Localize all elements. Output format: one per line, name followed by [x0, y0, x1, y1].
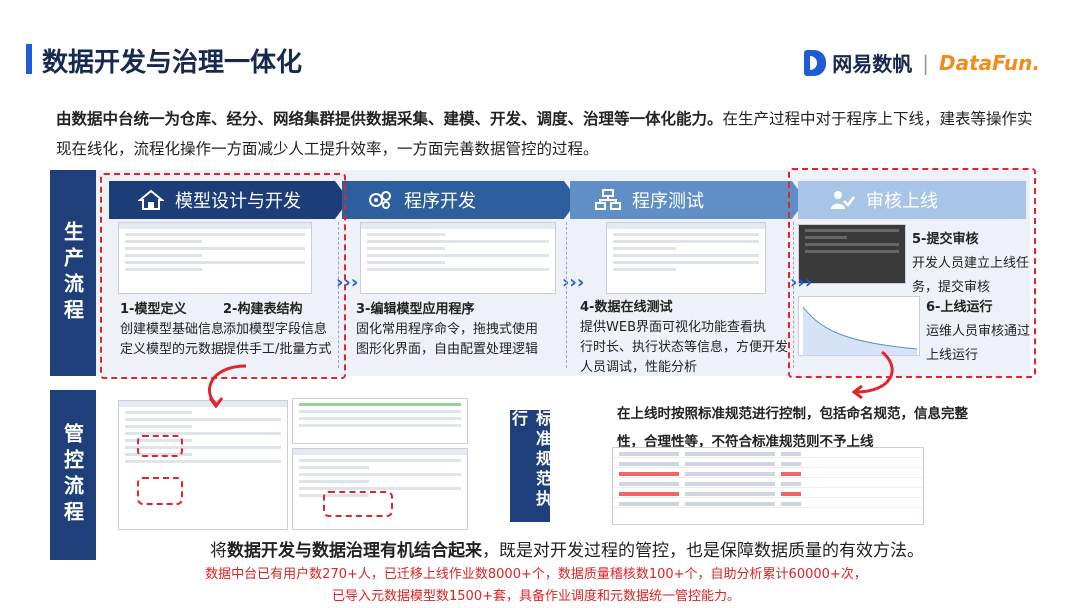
block-line: 图形化界面，自由配置处理逻辑 [356, 340, 538, 360]
intro-paragraph: 由数据中台统一为仓库、经分、网络集群提供数据采集、建模、开发、调度、治理等一体化… [56, 104, 1036, 164]
highlight-review [788, 168, 1036, 378]
governance-flow-label: 管控流程 [50, 390, 96, 560]
block-title: 3-编辑模型应用程序 [356, 302, 474, 317]
governance-form-screenshot [292, 448, 468, 530]
summary-sentence: 将数据开发与数据治理有机结合起来，既是对开发过程的管控，也是保障数据质量的有效方… [210, 536, 1010, 561]
naming-check-table [612, 447, 924, 525]
intro-bold: 由数据中台统一为仓库、经分、网络集群提供数据采集、建模、开发、调度、治理等一体化… [56, 110, 723, 128]
brand-name: 网易数帆 [832, 48, 912, 77]
block-title: 4-数据在线测试 [580, 300, 672, 315]
block-line: 人员调试，性能分析 [580, 358, 788, 378]
standard-execution-label: 标准规范执行 [510, 410, 550, 522]
block-line: 固化常用程序命令，拖拽式使用 [356, 320, 538, 340]
page-title: 数据开发与治理一体化 [42, 42, 302, 79]
step-label: 程序开发 [404, 187, 476, 213]
summary-pre: 将 [210, 541, 227, 561]
datafun-logo: DataFun. [939, 51, 1040, 75]
title-accent-bar [26, 44, 32, 74]
summary-post: ，既是对开发过程的管控，也是保障数据质量的有效方法。 [482, 541, 924, 561]
program-dev-screenshot [360, 222, 556, 294]
edit-program-block: 3-编辑模型应用程序 固化常用程序命令，拖拽式使用 图形化界面，自由配置处理逻辑 [356, 300, 538, 360]
curve-arrow-icon [196, 362, 256, 408]
governance-table-screenshot [292, 398, 468, 444]
block-line: 行时长、执行状态等信息，方便开发 [580, 338, 788, 358]
block-line: 提供WEB界面可视化功能查看执 [580, 318, 788, 338]
stats-note-line1: 数据中台已有用户数270+人，已迁移上线作业数8000+个，数据质量稽核数100… [96, 564, 976, 586]
flow-icon [594, 189, 622, 211]
gears-icon [366, 189, 394, 211]
summary-bold: 数据开发与数据治理有机结合起来 [227, 541, 482, 561]
online-test-block: 4-数据在线测试 提供WEB界面可视化功能查看执 行时长、执行状态等信息，方便开… [580, 298, 788, 378]
curve-arrow-icon [842, 348, 902, 400]
highlight-model-design [100, 173, 346, 379]
production-flow-label: 生产流程 [50, 170, 96, 376]
brand-logos: 网易数帆 | DataFun. [804, 48, 1040, 77]
brand-separator: | [922, 51, 929, 75]
governance-lineage-screenshot [118, 400, 288, 530]
program-test-screenshot [606, 222, 766, 294]
stats-note-line2: 已导入元数据模型数1500+套，具备作业调度和元数据统一管控能力。 [96, 586, 976, 608]
netease-logo-icon [804, 50, 826, 76]
step-label: 程序测试 [632, 187, 704, 213]
step-program-test: 程序测试 [570, 181, 792, 219]
divider [566, 222, 567, 368]
step-program-dev: 程序开发 [342, 181, 564, 219]
